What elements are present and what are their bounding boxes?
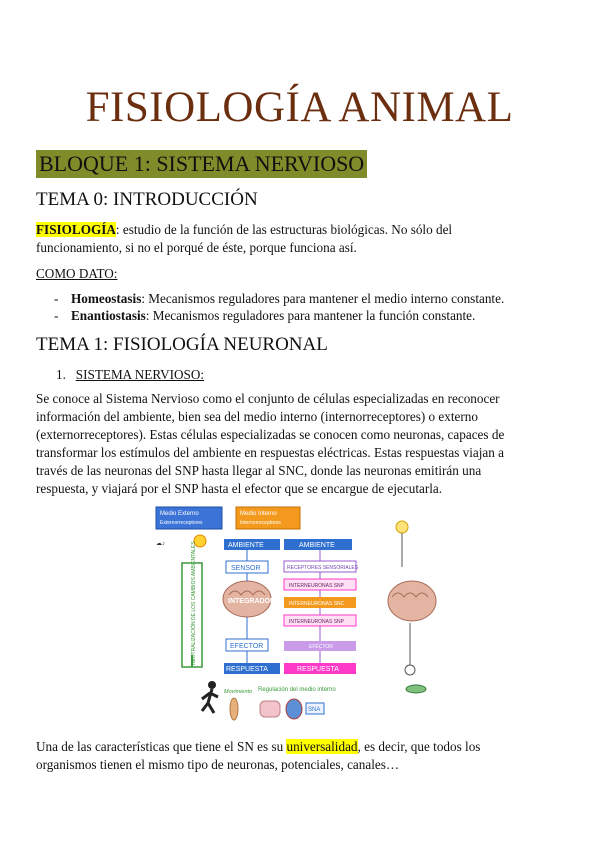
nervous-system-diagram: Medio Externo Externorreceptores Medio I… (155, 506, 437, 721)
sistema-nervioso-paragraph: Se conoce al Sistema Nervioso como el co… (36, 391, 505, 496)
medio-interno-box (235, 506, 301, 530)
sun-icon (193, 534, 207, 548)
efector-left-label: EFECTOR (230, 643, 263, 650)
ambiente-right-label: AMBIENTE (299, 542, 335, 549)
definition-rest: : estudio de la función de las estructur… (115, 222, 453, 237)
brain-folds (228, 590, 266, 596)
intern-snc-label: INTERNEURONAS SNC (289, 601, 345, 607)
movimiento-label: Movimiento (224, 689, 252, 695)
stimulus-sun-icon (395, 520, 409, 534)
medio-externo-label: Medio Externo (160, 511, 199, 517)
stimuli-icon: ☁♪ (156, 541, 165, 547)
regulacion-label: Regulación del medio interno (258, 687, 336, 693)
bullet-list: -Homeostasis: Mecanismos reguladores par… (54, 290, 574, 324)
sna-box (305, 702, 325, 715)
intern-snc-box (284, 597, 356, 608)
intern-snp2-label: INTERNEURONAS SNP (289, 619, 345, 625)
respuesta-left-box (224, 663, 280, 674)
como-dato-label: COMO DATO: (36, 266, 118, 281)
efector-right-label: EFECTOR (309, 644, 333, 650)
internorreceptores-label: Internorreceptores (240, 520, 281, 526)
numbered-item-sistema-nervioso: 1. SISTEMA NERVIOSO: (56, 367, 205, 382)
medio-externo-box (155, 506, 223, 530)
efector-right-box (284, 641, 356, 651)
intestine-icon (259, 700, 281, 718)
respuesta-left-label: RESPUESTA (226, 666, 268, 673)
medio-interno-label: Medio Interno (240, 511, 277, 517)
organs-icon (285, 698, 303, 720)
respuesta-right-box (284, 663, 356, 674)
block-heading: BLOQUE 1: SISTEMA NERVIOSO (36, 150, 368, 178)
brain-right-icon (387, 580, 437, 622)
document-title: FISIOLOGÍA ANIMAL (85, 84, 514, 131)
tema0-heading: TEMA 0: INTRODUCCIÓN (36, 189, 258, 210)
reflex-node-icon (404, 664, 416, 676)
receptores-label: RECEPTORES SENSORIALES (287, 565, 359, 571)
runner-icon (200, 681, 219, 714)
effector-organ-icon (405, 684, 427, 694)
definition-line2: funcionamiento, si no el porqué de éste,… (36, 240, 357, 255)
muscle-icon (229, 697, 239, 721)
vertical-label: NEUTRALIZACIÓN DE LOS CAMBIOS AMBIENTALE… (190, 541, 197, 665)
term-fisiologia: FISIOLOGÍA (36, 222, 116, 237)
intern-snp1-label: INTERNEURONAS SNP (289, 583, 345, 589)
ambiente-left-label: AMBIENTE (228, 542, 264, 549)
sna-label: SNA (308, 707, 320, 713)
ambiente-left-box (224, 539, 280, 550)
highlight-universalidad: universalidad (286, 739, 358, 754)
respuesta-right-label: RESPUESTA (297, 666, 339, 673)
bullet-homeostasis: -Homeostasis: Mecanismos reguladores par… (54, 291, 505, 306)
sensor-label: SENSOR (231, 565, 261, 572)
tema0-definition: FISIOLOGÍA: estudio de la función de las… (36, 221, 564, 257)
tema1-heading: TEMA 1: FISIOLOGÍA NEURONAL (36, 334, 328, 355)
integrador-label: INTEGRADOR (228, 598, 275, 605)
externorreceptores-label: Externorreceptores (160, 520, 203, 526)
closing-paragraph: Una de las características que tiene el … (36, 739, 481, 772)
ambiente-right-box (284, 539, 352, 550)
brain-right-folds (391, 592, 429, 598)
bullet-enantiostasis: -Enantiostasis: Mecanismos reguladores p… (54, 308, 476, 323)
